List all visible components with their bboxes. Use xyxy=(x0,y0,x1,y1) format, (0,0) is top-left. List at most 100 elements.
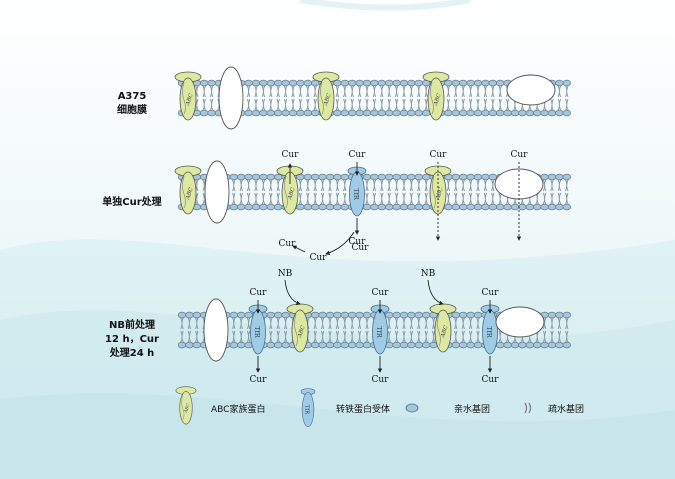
hydrophilic-head xyxy=(370,203,379,211)
tail-pair xyxy=(461,317,465,330)
hydrophilic-head xyxy=(503,109,512,117)
tail-pair xyxy=(276,317,280,330)
abc-protein: ABC xyxy=(429,303,457,353)
tail-pair xyxy=(476,330,480,343)
hydrophilic-head xyxy=(259,109,268,117)
hydrophilic-head xyxy=(370,109,379,117)
tail-pair xyxy=(209,85,214,98)
hydrophilic-head xyxy=(311,109,320,117)
hydrophilic-head xyxy=(370,173,379,181)
tail-pair xyxy=(461,179,465,192)
tfr-letters: TfR xyxy=(253,326,261,339)
tail-pair xyxy=(476,98,480,111)
cur-label-extracellular: Cur xyxy=(482,288,500,298)
abc-body xyxy=(427,77,445,121)
tail-pair xyxy=(565,179,569,192)
hydrophilic-head xyxy=(407,173,416,181)
oval-protein xyxy=(218,66,244,130)
tail-pair xyxy=(276,98,280,111)
lipid-bilayer xyxy=(177,79,571,117)
hydrophilic-head xyxy=(325,203,335,211)
cur-label-intracellular: Cur xyxy=(482,375,500,385)
hydrophilic-head xyxy=(562,173,571,181)
legend-label: 转铁蛋白受体 xyxy=(336,403,390,415)
hydrophilic-head xyxy=(459,173,468,181)
hydrophilic-head xyxy=(422,311,431,319)
hydrophilic-head xyxy=(266,341,275,349)
hydrophilic-head xyxy=(459,203,468,211)
hydrophilic-head xyxy=(399,173,409,181)
hydrophilic-head xyxy=(325,341,335,349)
hydrophilic-head xyxy=(496,109,505,117)
row-label-line: 处理24 h xyxy=(109,348,155,359)
hydrophilic-head xyxy=(348,341,357,349)
tail-pair xyxy=(394,179,399,192)
hydrophilic-head xyxy=(266,311,275,319)
hydrophilic-head xyxy=(525,203,534,211)
tail-pair xyxy=(335,192,340,205)
hydrophilic-head xyxy=(414,79,423,87)
tail-pair xyxy=(306,98,310,111)
hydrophilic-head xyxy=(407,109,416,117)
hydrophilic-head xyxy=(503,203,512,211)
hydrophilic-head xyxy=(481,109,490,117)
tail-pair xyxy=(313,317,317,330)
tail-pair xyxy=(550,317,554,330)
hydrophilic-head xyxy=(355,79,364,87)
cytosol-arrow xyxy=(292,245,306,253)
membrane-protein-other xyxy=(204,160,230,224)
hydrophilic-head xyxy=(451,109,460,117)
tail-pair xyxy=(254,192,258,205)
tail-pair xyxy=(565,85,569,98)
tail-pair xyxy=(365,179,369,192)
tail-pair xyxy=(343,179,347,192)
hydrophilic-head xyxy=(496,79,505,87)
hydrophilic-head xyxy=(473,203,483,211)
abc-fold xyxy=(294,313,298,347)
hydrophilic-head xyxy=(466,341,475,349)
hydrophilic-head xyxy=(518,109,527,117)
row-label-line: 单独Cur处理 xyxy=(102,197,162,208)
hydrophilic-head xyxy=(562,341,571,349)
tail-pair xyxy=(387,98,391,111)
abc-letters: ABC xyxy=(433,92,443,107)
cur-label-intracellular: Cur xyxy=(250,375,268,385)
hydrophilic-head xyxy=(311,173,320,181)
hydrophilic-head xyxy=(333,311,342,319)
hydrophilic-head xyxy=(422,203,431,211)
hydrophilic-head xyxy=(392,203,401,211)
tail-pair xyxy=(283,317,288,330)
hydrophilic-head xyxy=(414,341,423,349)
tail-pair xyxy=(483,192,488,205)
hydrophilic-head xyxy=(562,311,571,319)
tail-pair xyxy=(417,317,421,330)
tail-pair xyxy=(491,192,495,205)
hydrophilic-head xyxy=(444,109,453,117)
tail-pair xyxy=(254,85,258,98)
hydrophilic-head xyxy=(237,311,246,319)
hydrophilic-head xyxy=(362,341,372,349)
hydrophilic-head xyxy=(555,311,564,319)
tail-pair xyxy=(387,330,391,343)
nb-arrow xyxy=(284,279,301,306)
tail-pair xyxy=(402,179,406,192)
tail-pair xyxy=(446,179,451,192)
legend-label: ABC家族蛋白 xyxy=(211,403,265,415)
hydrophilic-head xyxy=(466,79,475,87)
tail-pair xyxy=(565,98,569,111)
tail-pair xyxy=(276,192,280,205)
tail-pair xyxy=(187,330,192,343)
hydrophilic-head xyxy=(385,203,394,211)
hydrophilic-head xyxy=(200,79,209,87)
hydrophilic-head xyxy=(377,79,386,87)
tail-pair xyxy=(424,192,428,205)
tail-pair xyxy=(424,179,428,192)
hydrophilic-head xyxy=(318,173,327,181)
hydrophilic-head xyxy=(547,311,557,319)
row-label-line: 细胞膜 xyxy=(117,105,147,116)
row-label-line: NB前处理 xyxy=(109,320,155,331)
abc-letters: ABC xyxy=(440,324,450,339)
hydrophilic-head xyxy=(540,109,549,117)
hydrophilic-head xyxy=(392,79,401,87)
